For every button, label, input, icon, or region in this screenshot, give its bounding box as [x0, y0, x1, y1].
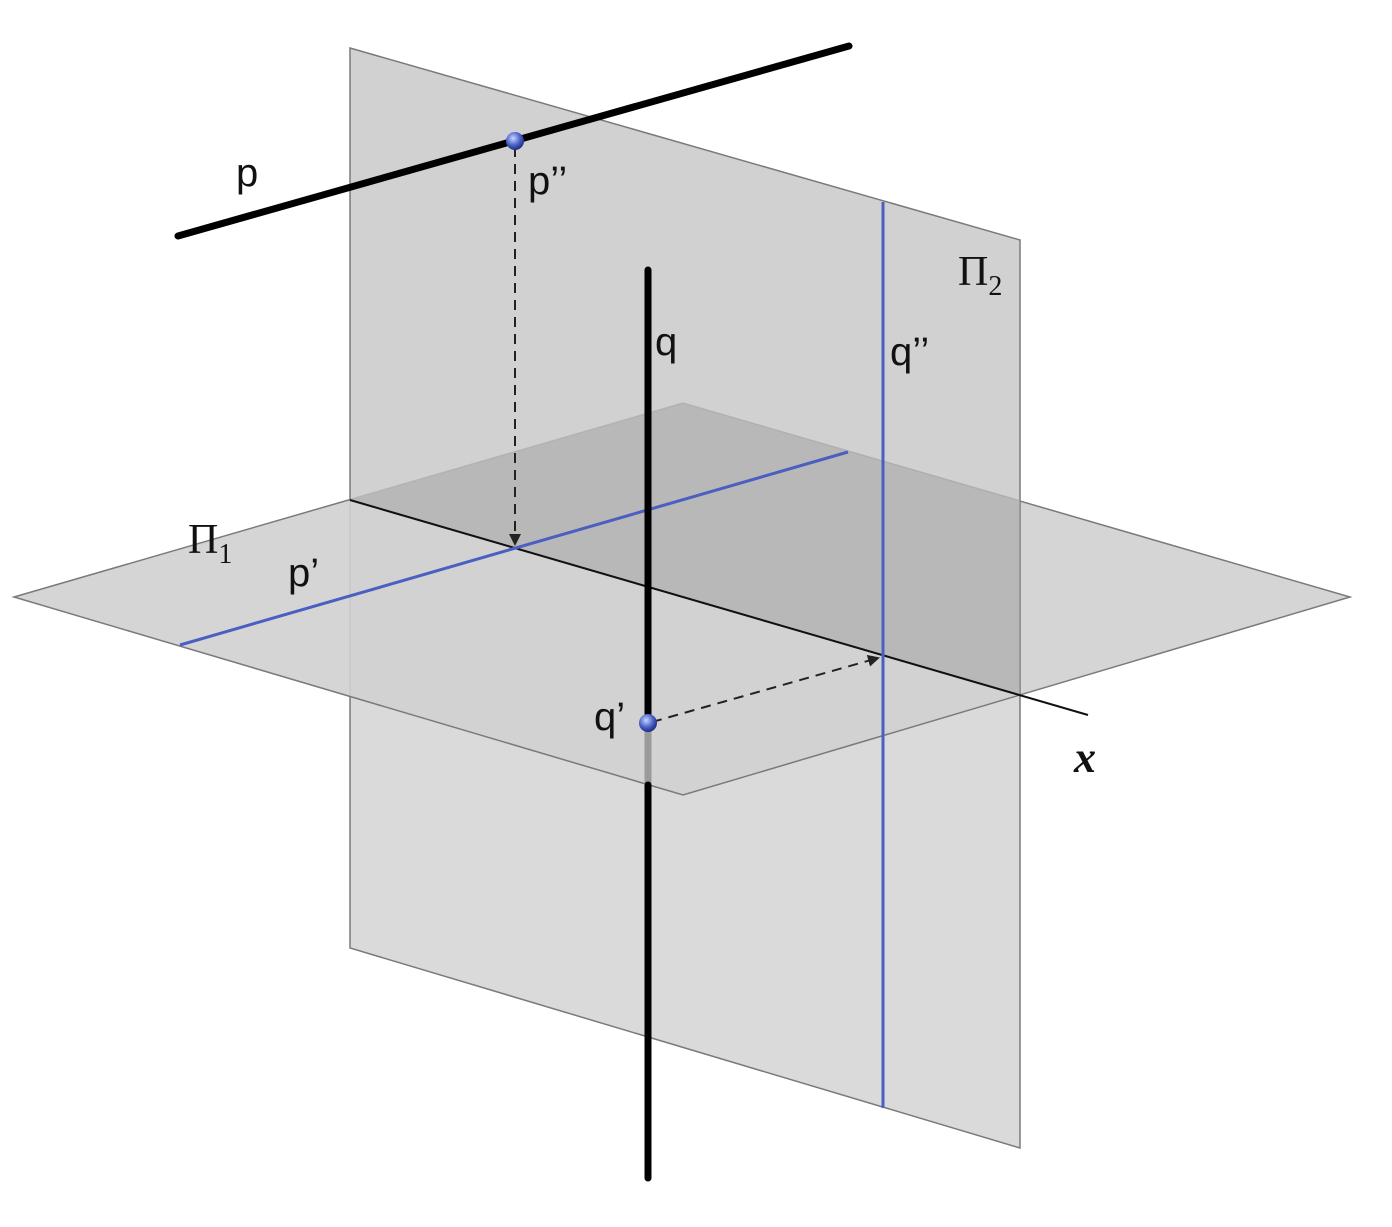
label-plane-pi2: Π2: [958, 249, 1002, 302]
label-q-prime: q’: [594, 695, 625, 739]
label-p: p: [236, 151, 258, 195]
label-plane-pi1-main: Π: [188, 517, 218, 563]
label-plane-pi2-sub: 2: [988, 271, 1002, 302]
projector-q: [651, 654, 880, 723]
point-p2: [506, 132, 524, 150]
plane-overlap-region: [350, 403, 1020, 695]
label-q: q: [655, 320, 677, 364]
label-p-double-prime: p’’: [528, 159, 567, 203]
axis-x-line: [349, 499, 1089, 716]
projection-p1-line: [179, 450, 849, 647]
label-p-prime: p’: [288, 551, 319, 595]
label-plane-pi2-main: Π: [958, 249, 988, 295]
label-plane-pi1: Π1: [188, 517, 232, 570]
label-plane-pi1-sub: 1: [218, 539, 232, 570]
label-q-double-prime: q’’: [890, 330, 929, 374]
point-q1: [639, 714, 657, 732]
label-axis-x: x: [1073, 733, 1096, 782]
